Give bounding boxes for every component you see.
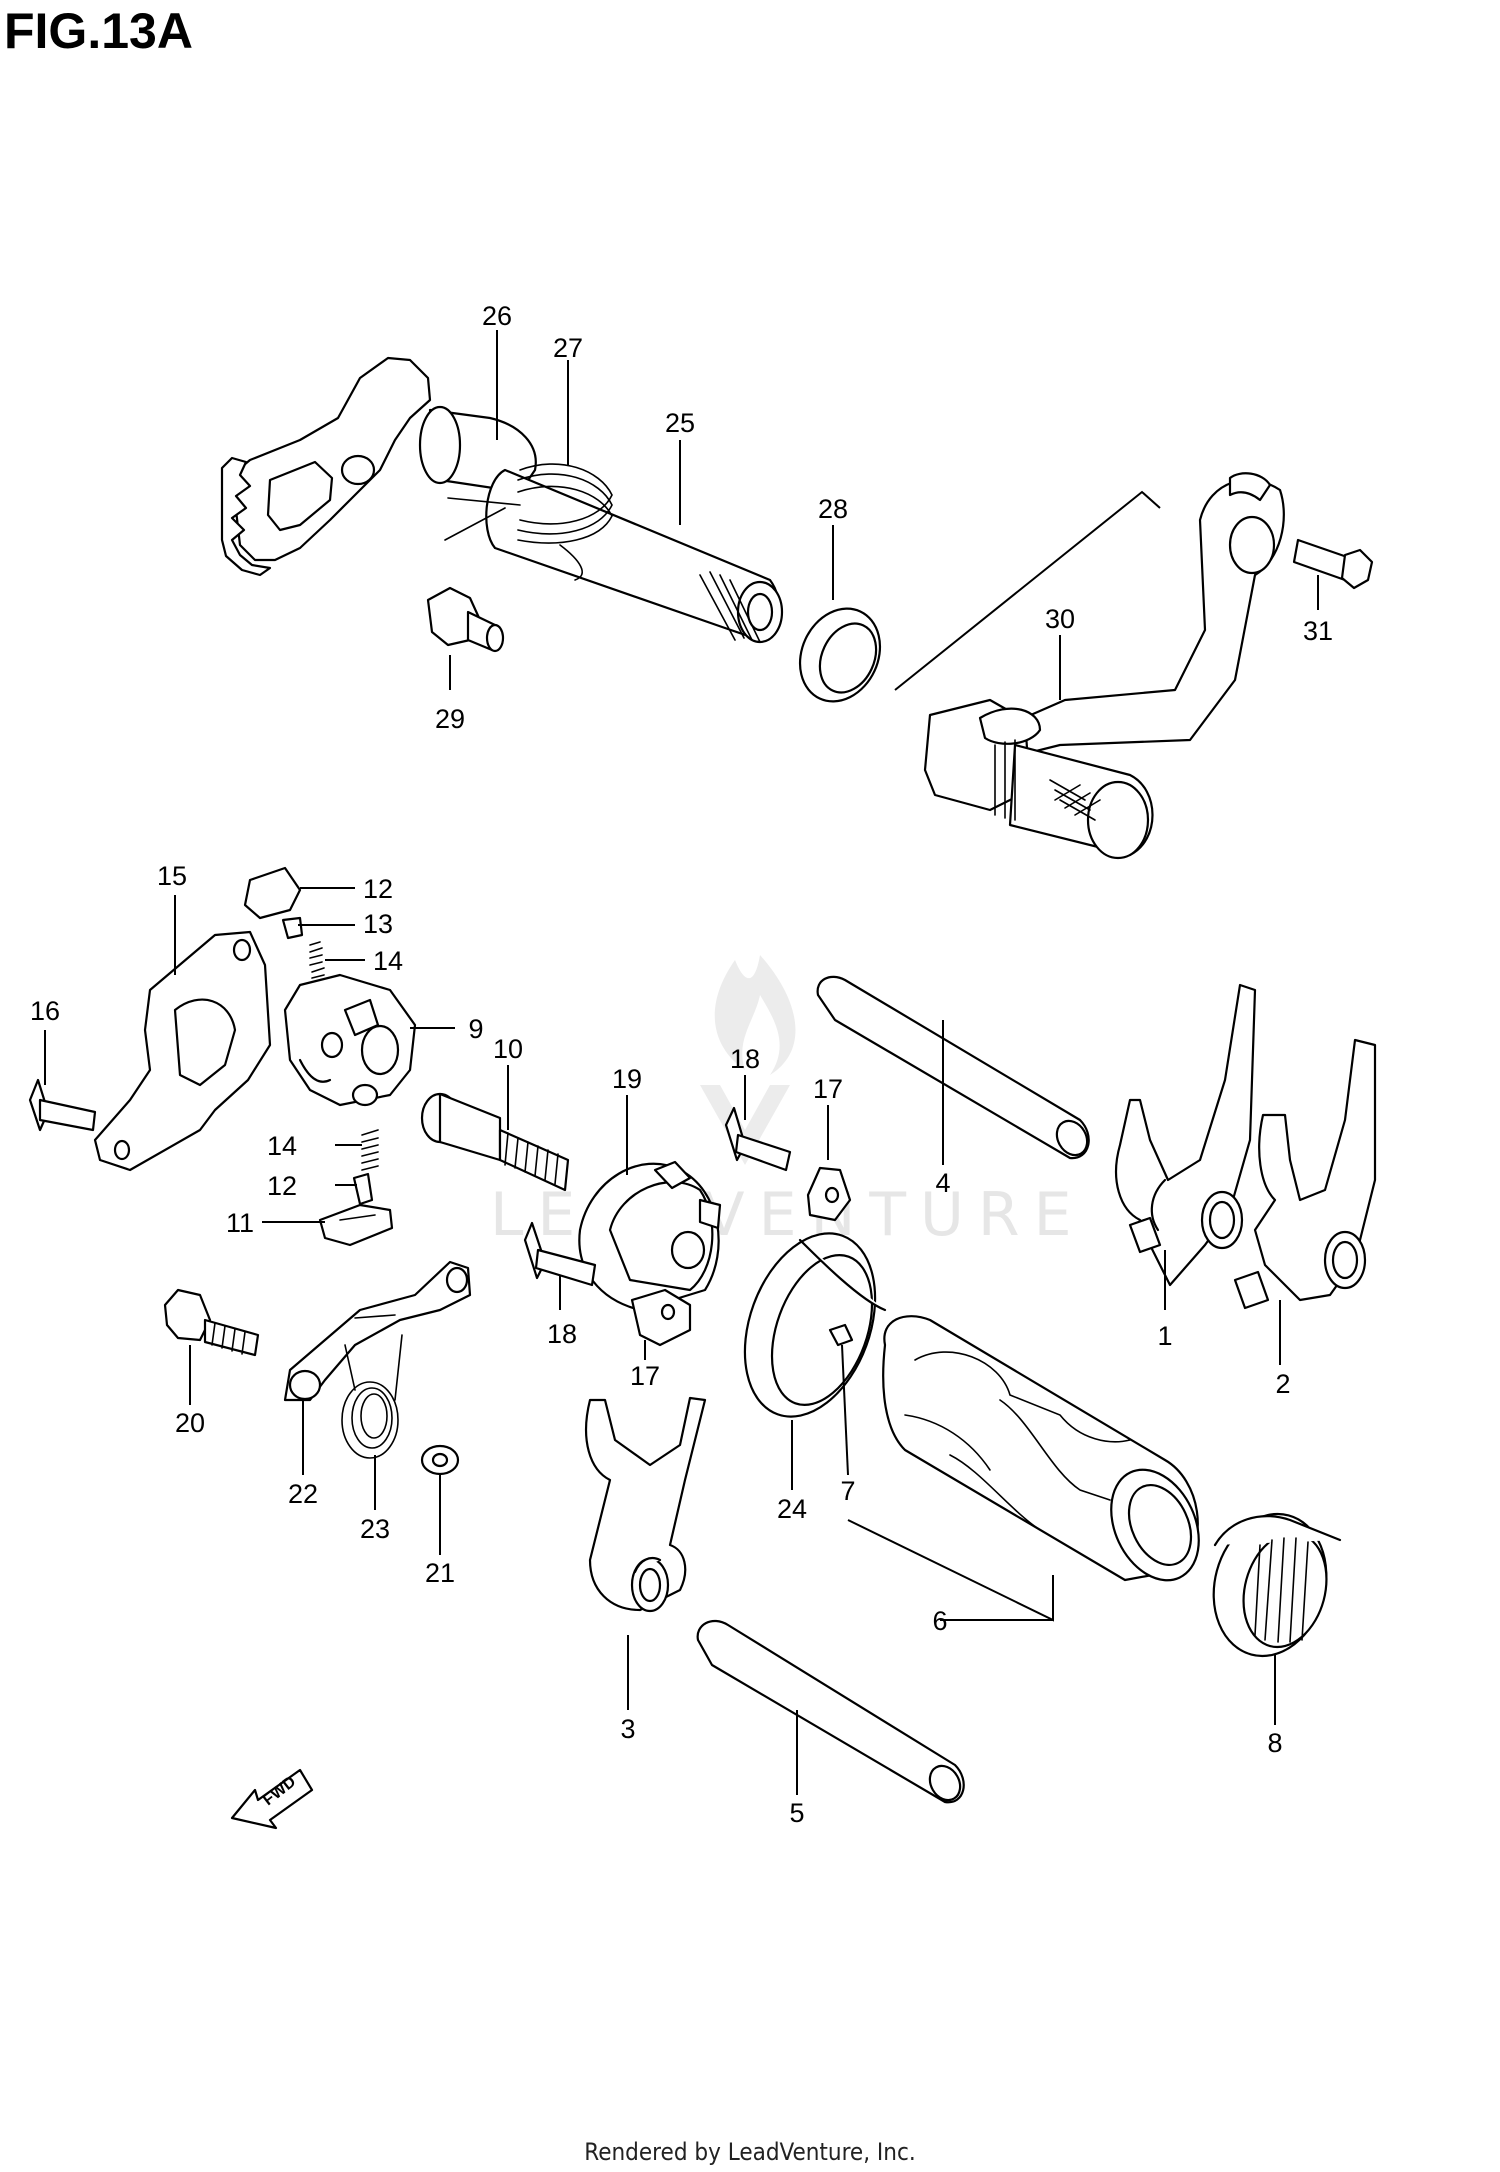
watermark-v-icon — [700, 1085, 790, 1165]
part-29-bolt — [426, 586, 505, 653]
part-27-return-spring — [444, 463, 613, 581]
part-17-pawl-lower — [630, 1288, 692, 1347]
part-10-cam-bolt — [420, 1092, 570, 1192]
callout-17-lower: 17 — [630, 1361, 660, 1391]
callout-18-upper: 18 — [730, 1044, 760, 1074]
part-22-pawl-lifter — [283, 1260, 472, 1402]
part-23-return-spring — [341, 1334, 403, 1459]
part-5-fork-shaft — [696, 1619, 965, 1804]
part-18-pin-upper — [724, 1106, 792, 1172]
callout-20: 20 — [175, 1408, 205, 1438]
callout-28: 28 — [818, 494, 848, 524]
part-14-spring-top — [309, 941, 325, 979]
part-12-stopper-lower — [352, 1172, 374, 1206]
part-16-screw — [28, 1078, 97, 1132]
part-8-needle-bearing — [1212, 1512, 1342, 1658]
part-9-shift-cam — [283, 973, 417, 1107]
callout-13: 13 — [363, 909, 393, 939]
callout-21: 21 — [425, 1558, 455, 1588]
callout-12-upper: 12 — [363, 874, 393, 904]
part-17-pawl-upper — [806, 1166, 852, 1222]
part-15-cam-guide — [93, 930, 272, 1172]
callout-19: 19 — [612, 1064, 642, 1094]
part-18-pin-lower — [523, 1221, 597, 1287]
callout-4: 4 — [935, 1168, 950, 1198]
callout-30: 30 — [1045, 604, 1075, 634]
callout-25: 25 — [665, 408, 695, 438]
part-6-shift-drum — [882, 1315, 1200, 1582]
callout-29: 29 — [435, 704, 465, 734]
part-14-spring-lower — [361, 1129, 379, 1171]
part-3-shift-fork — [585, 1396, 707, 1613]
watermark-flame-icon — [714, 955, 796, 1075]
part-31-bolt — [1292, 538, 1374, 590]
part-25-gearshift-shaft — [485, 468, 784, 644]
callout-23: 23 — [360, 1514, 390, 1544]
callout-8: 8 — [1267, 1728, 1282, 1758]
callout-5: 5 — [789, 1798, 804, 1828]
part-2-shift-fork — [1233, 1038, 1377, 1310]
callout-24: 24 — [777, 1494, 807, 1524]
callout-1: 1 — [1157, 1321, 1172, 1351]
callout-27: 27 — [553, 333, 583, 363]
part-12-stopper-top — [243, 866, 302, 920]
callout-15: 15 — [157, 861, 187, 891]
footer-credit: Rendered by LeadVenture, Inc. — [584, 2138, 916, 2166]
callout-14-lower: 14 — [267, 1131, 297, 1161]
part-11-stopper — [318, 1203, 394, 1247]
part-21-washer — [420, 1444, 460, 1476]
callout-7: 7 — [840, 1476, 855, 1506]
callout-3: 3 — [620, 1714, 635, 1744]
callout-14-upper: 14 — [373, 946, 403, 976]
part-7-pin — [828, 1323, 854, 1347]
callout-11: 11 — [226, 1208, 254, 1238]
part-28-oil-seal — [798, 607, 882, 703]
part-20-bolt — [163, 1288, 260, 1357]
part-19-cam-driven-gear — [578, 1160, 722, 1312]
callout-9: 9 — [468, 1014, 483, 1044]
callout-10: 10 — [493, 1034, 523, 1064]
part-1-shift-fork — [1115, 983, 1257, 1287]
callout-12-lower: 12 — [267, 1171, 297, 1201]
part-30-gearshift-lever — [923, 472, 1285, 860]
callout-17-upper: 17 — [813, 1074, 843, 1104]
callout-31: 31 — [1303, 616, 1333, 646]
fwd-arrow-icon: FWD — [230, 1768, 314, 1830]
callout-2: 2 — [1275, 1369, 1290, 1399]
part-26-shift-arm — [220, 356, 537, 577]
callout-26: 26 — [482, 301, 512, 331]
callout-6: 6 — [932, 1606, 947, 1636]
part-13-pin — [281, 916, 304, 940]
callout-labels: 1 2 3 4 5 6 7 8 9 10 11 12 12 13 14 14 1… — [30, 301, 1333, 1828]
figure-title: FIG.13A — [4, 3, 193, 59]
callout-16: 16 — [30, 996, 60, 1026]
leader-lines — [44, 330, 1319, 1795]
callout-22: 22 — [288, 1479, 318, 1509]
part-4-fork-shaft — [816, 975, 1090, 1160]
callout-18-lower: 18 — [547, 1319, 577, 1349]
